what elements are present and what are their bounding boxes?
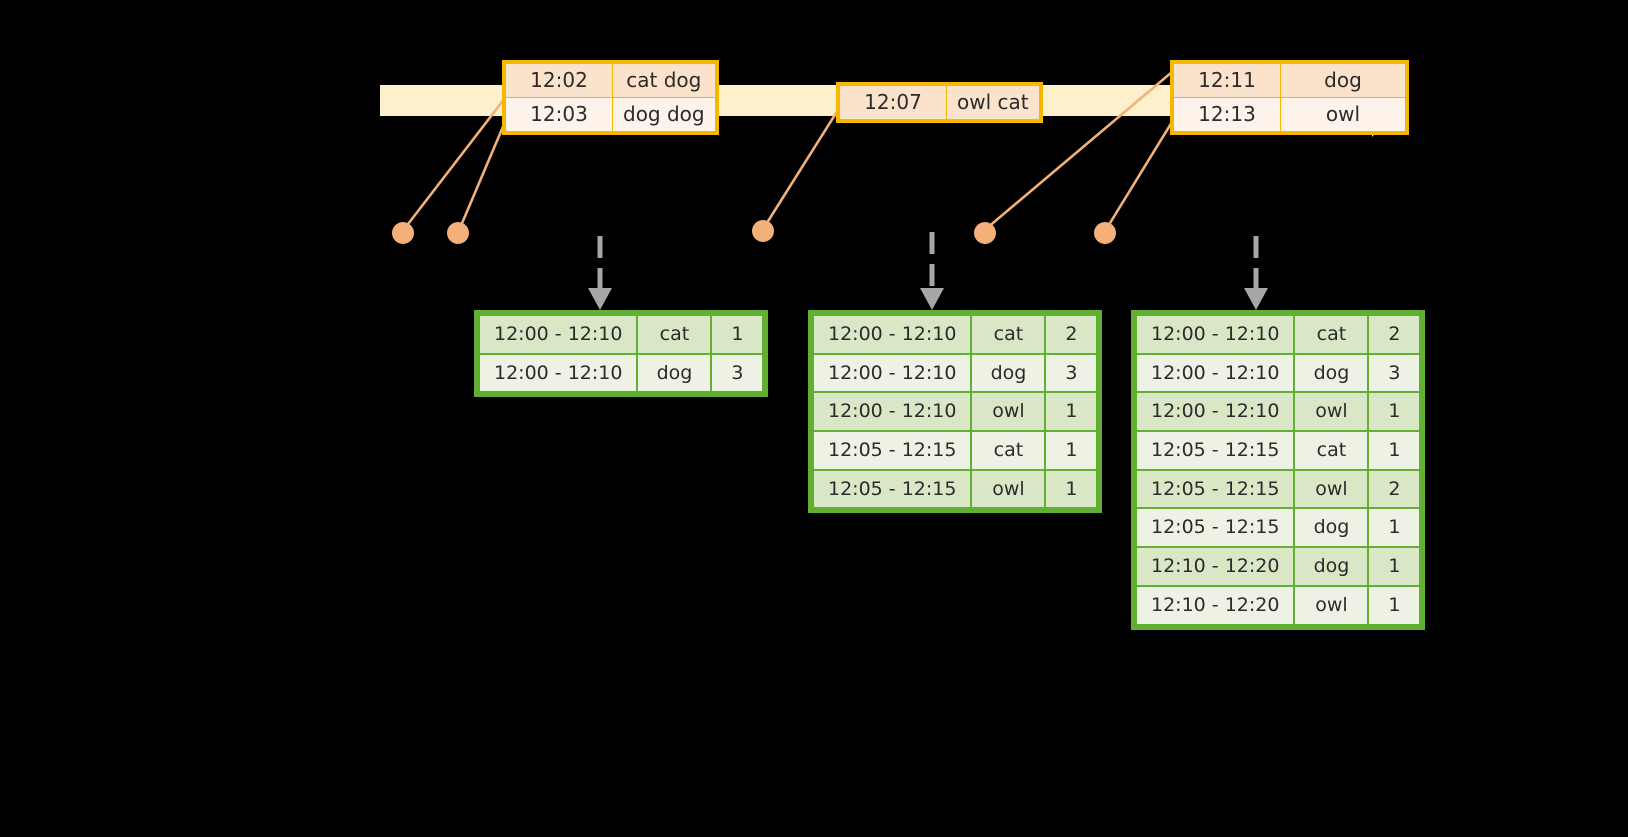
result-count: 1 — [1367, 546, 1422, 587]
result-word: dog — [1293, 507, 1370, 549]
result-window: 12:05 - 12:15 — [1134, 507, 1296, 549]
result-word: dog — [636, 352, 713, 394]
result-window: 12:05 - 12:15 — [811, 468, 973, 510]
result-window: 12:10 - 12:20 — [1134, 546, 1296, 587]
table-row[interactable]: 12:10 - 12:20 dog 1 — [1134, 546, 1422, 587]
table-row[interactable]: 12:05 - 12:15 cat 1 — [811, 430, 1099, 471]
result-count: 3 — [710, 352, 765, 394]
result-window: 12:00 - 12:10 — [1134, 352, 1296, 394]
table-row[interactable]: 12:05 - 12:15 cat 1 — [1134, 430, 1422, 471]
event-time: 12:11 — [1173, 63, 1281, 98]
result-table-1[interactable]: 12:00 - 12:10 cat 1 12:00 - 12:10 dog 3 — [474, 310, 769, 398]
table-row[interactable]: 12:05 - 12:15 owl 2 — [1134, 468, 1422, 510]
result-word: owl — [1293, 391, 1370, 433]
table-row[interactable]: 12:10 - 12:20 owl 1 — [1134, 584, 1422, 626]
marker-1203 — [447, 222, 469, 244]
result-word: cat — [636, 314, 713, 355]
connector-line-1203 — [458, 121, 507, 229]
result-window: 12:00 - 12:10 — [477, 314, 639, 355]
event-time: 12:13 — [1173, 97, 1281, 132]
event-words: owl — [1280, 97, 1406, 132]
event-group-2[interactable]: 12:07 owl cat — [836, 82, 1043, 123]
event-time: 12:03 — [505, 97, 613, 132]
connector-line-1207 — [763, 109, 840, 227]
flow-arrow-2 — [920, 232, 944, 310]
result-count: 1 — [1044, 430, 1099, 471]
result-word: owl — [1293, 584, 1370, 626]
result-word: cat — [1293, 314, 1370, 355]
result-count: 1 — [710, 314, 765, 355]
event-group-1[interactable]: 12:02 cat dog 12:03 dog dog — [502, 60, 719, 135]
result-count: 1 — [1367, 391, 1422, 433]
result-window: 12:05 - 12:15 — [811, 430, 973, 471]
event-words: owl cat — [946, 85, 1040, 120]
event-row[interactable]: 12:13 owl — [1173, 97, 1406, 132]
table-row[interactable]: 12:00 - 12:10 cat 2 — [1134, 314, 1422, 355]
table-row[interactable]: 12:00 - 12:10 owl 1 — [1134, 391, 1422, 433]
connector-line-1213 — [1105, 121, 1174, 229]
marker-1211 — [974, 222, 996, 244]
result-count: 1 — [1367, 430, 1422, 471]
result-window: 12:00 - 12:10 — [811, 391, 973, 433]
result-word: dog — [1293, 546, 1370, 587]
event-time: 12:02 — [505, 63, 613, 98]
marker-1213 — [1094, 222, 1116, 244]
table-row[interactable]: 12:00 - 12:10 dog 3 — [477, 352, 765, 394]
flow-arrow-3 — [1244, 236, 1268, 310]
result-window: 12:10 - 12:20 — [1134, 584, 1296, 626]
result-word: cat — [970, 314, 1047, 355]
flow-arrow-1 — [588, 236, 612, 310]
result-table-3[interactable]: 12:00 - 12:10 cat 2 12:00 - 12:10 dog 3 … — [1131, 310, 1426, 630]
result-word: cat — [970, 430, 1047, 471]
result-count: 3 — [1367, 352, 1422, 394]
result-window: 12:05 - 12:15 — [1134, 430, 1296, 471]
event-group-3[interactable]: 12:11 dog 12:13 owl — [1170, 60, 1409, 135]
result-count: 2 — [1367, 314, 1422, 355]
marker-1202 — [392, 222, 414, 244]
table-row[interactable]: 12:05 - 12:15 owl 1 — [811, 468, 1099, 510]
result-window: 12:00 - 12:10 — [811, 314, 973, 355]
table-row[interactable]: 12:00 - 12:10 dog 3 — [811, 352, 1099, 394]
result-word: dog — [1293, 352, 1370, 394]
event-words: cat dog — [612, 63, 716, 98]
result-count: 2 — [1044, 314, 1099, 355]
event-words: dog — [1280, 63, 1406, 98]
result-table-2[interactable]: 12:00 - 12:10 cat 2 12:00 - 12:10 dog 3 … — [808, 310, 1103, 514]
connector-line-1202 — [403, 97, 507, 229]
table-row[interactable]: 12:00 - 12:10 cat 2 — [811, 314, 1099, 355]
result-window: 12:00 - 12:10 — [1134, 314, 1296, 355]
result-word: owl — [970, 468, 1047, 510]
event-time: 12:07 — [839, 85, 947, 120]
table-row[interactable]: 12:05 - 12:15 dog 1 — [1134, 507, 1422, 549]
event-row[interactable]: 12:07 owl cat — [839, 85, 1040, 120]
table-row[interactable]: 12:00 - 12:10 cat 1 — [477, 314, 765, 355]
result-window: 12:05 - 12:15 — [1134, 468, 1296, 510]
result-word: owl — [1293, 468, 1370, 510]
result-count: 2 — [1367, 468, 1422, 510]
result-count: 1 — [1044, 391, 1099, 433]
result-count: 3 — [1044, 352, 1099, 394]
event-words: dog dog — [612, 97, 716, 132]
result-count: 1 — [1044, 468, 1099, 510]
result-count: 1 — [1367, 507, 1422, 549]
event-row[interactable]: 12:03 dog dog — [505, 97, 716, 132]
result-word: dog — [970, 352, 1047, 394]
result-count: 1 — [1367, 584, 1422, 626]
result-window: 12:00 - 12:10 — [811, 352, 973, 394]
result-window: 12:00 - 12:10 — [477, 352, 639, 394]
event-row[interactable]: 12:11 dog — [1173, 63, 1406, 98]
table-row[interactable]: 12:00 - 12:10 owl 1 — [811, 391, 1099, 433]
table-row[interactable]: 12:00 - 12:10 dog 3 — [1134, 352, 1422, 394]
marker-1207 — [752, 220, 774, 242]
result-word: cat — [1293, 430, 1370, 471]
result-window: 12:00 - 12:10 — [1134, 391, 1296, 433]
event-row[interactable]: 12:02 cat dog — [505, 63, 716, 98]
result-word: owl — [970, 391, 1047, 433]
